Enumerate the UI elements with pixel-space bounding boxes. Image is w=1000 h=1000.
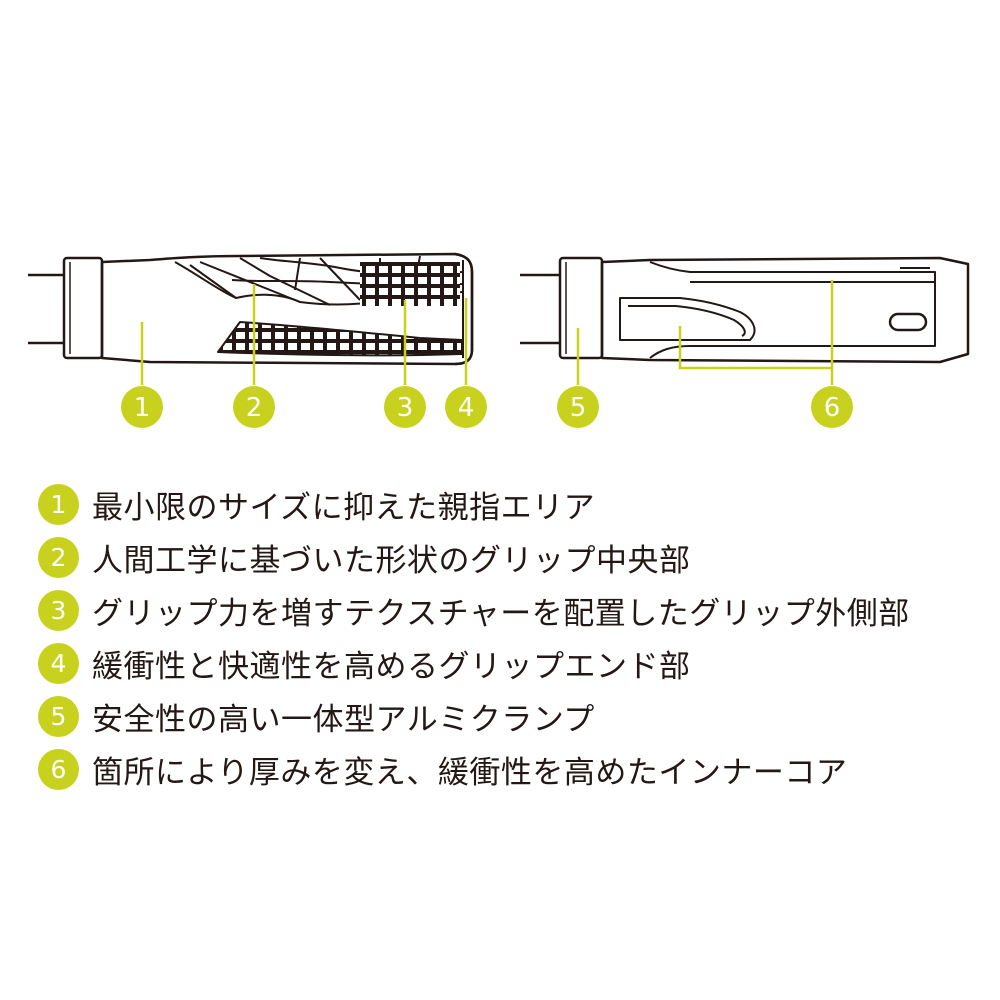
left-grip-illustration: [28, 252, 474, 366]
callout-2: 2: [233, 386, 275, 428]
svg-text:6: 6: [824, 393, 841, 423]
legend-item-3: 3 グリップ力を増すテクスチャーを配置したグリップ外側部: [38, 589, 978, 632]
svg-text:3: 3: [397, 393, 414, 423]
legend-text: 最小限のサイズに抑えた親指エリア: [92, 490, 596, 526]
middle-texture: [174, 261, 463, 306]
legend-text: 箇所により厚みを変え、緩衝性を高めたインナーコア: [92, 755, 848, 791]
callout-4: 4: [445, 386, 487, 428]
end-slot: [888, 312, 928, 332]
legend-text: グリップ力を増すテクスチャーを配置したグリップ外側部: [92, 596, 910, 632]
callout-6: 6: [811, 386, 853, 428]
legend-item-5: 5 安全性の高い一体型アルミクランプ: [38, 695, 978, 738]
legend-badge: 6: [38, 749, 79, 790]
legend-item-1: 1 最小限のサイズに抑えた親指エリア: [38, 483, 978, 526]
legend-item-6: 6 箇所により厚みを変え、緩衝性を高めたインナーコア: [38, 748, 978, 791]
legend-badge: 3: [38, 590, 79, 631]
legend-badge: 2: [38, 537, 79, 578]
legend-badge: 5: [38, 696, 79, 737]
callout-6-leader: [678, 280, 834, 370]
legend-text: 人間工学に基づいた形状のグリップ中央部: [92, 543, 691, 579]
end-cap: [454, 252, 474, 366]
legend-item-2: 2 人間工学に基づいた形状のグリップ中央部: [38, 536, 978, 579]
inner-core: [649, 261, 936, 359]
legend-badge: 1: [38, 484, 79, 525]
svg-text:1: 1: [134, 393, 151, 423]
legend-badge: 4: [38, 643, 79, 684]
legend-text: 安全性の高い一体型アルミクランプ: [92, 702, 595, 738]
inner-core-cutout: [619, 297, 756, 341]
callout-3: 3: [384, 386, 426, 428]
legend-text: 緩衝性と快適性を高めるグリップエンド部: [92, 649, 691, 685]
svg-text:5: 5: [570, 393, 587, 423]
callout-5: 5: [557, 386, 599, 428]
grip-diagram: 1 2 3 4 5 6: [28, 252, 970, 428]
callout-1: 1: [121, 386, 163, 428]
feature-legend: 1 最小限のサイズに抑えた親指エリア 2 人間工学に基づいた形状のグリップ中央部…: [38, 483, 978, 801]
legend-item-4: 4 緩衝性と快適性を高めるグリップエンド部: [38, 642, 978, 685]
svg-text:4: 4: [458, 393, 475, 423]
right-grip-illustration: [520, 256, 970, 364]
svg-text:2: 2: [246, 393, 263, 423]
outer-texture: [360, 262, 460, 306]
